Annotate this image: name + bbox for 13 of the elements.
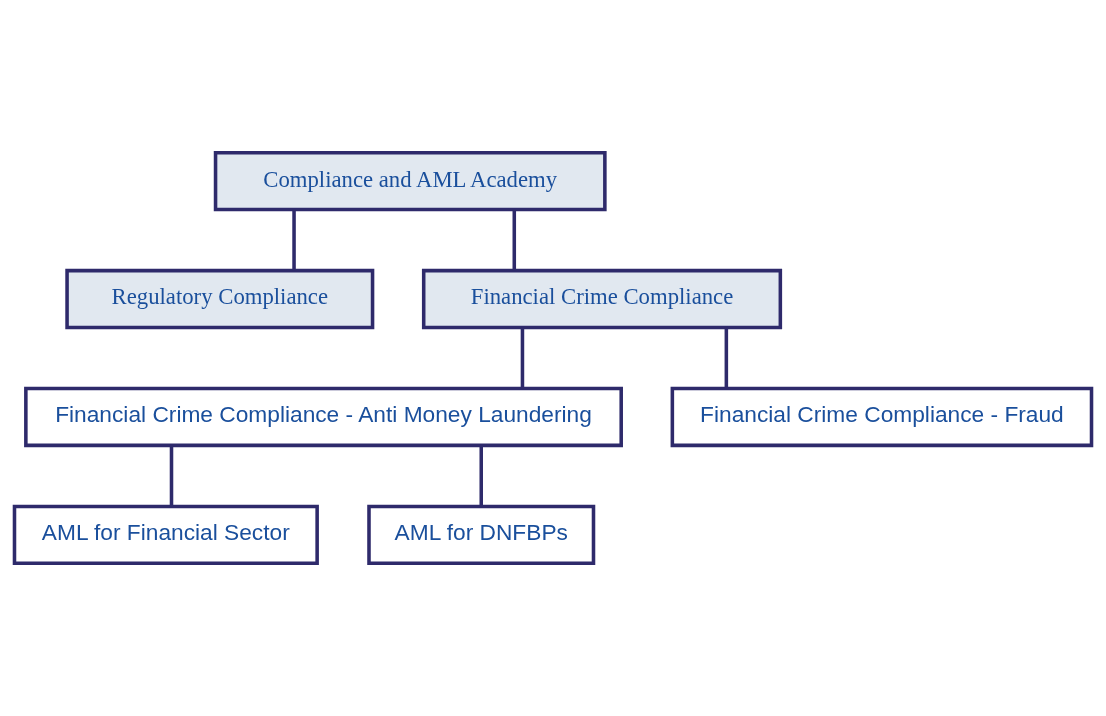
connector (512, 209, 517, 271)
node-box: Compliance and AML Academy (213, 150, 607, 212)
connector (169, 445, 174, 507)
connector (292, 209, 296, 271)
connector (479, 445, 484, 507)
node-box: AML for DNFBPs (367, 504, 596, 566)
connector (520, 327, 525, 389)
node-box: Financial Crime Compliance (421, 268, 783, 330)
node-box: Financial Crime Compliance - Fraud (670, 386, 1094, 448)
node-box: Financial Crime Compliance - Anti Money Laundering (24, 386, 623, 448)
node-box: Regulatory Compliance (65, 268, 375, 330)
node-box: AML for Financial Sector (12, 504, 319, 566)
connector (724, 327, 729, 389)
